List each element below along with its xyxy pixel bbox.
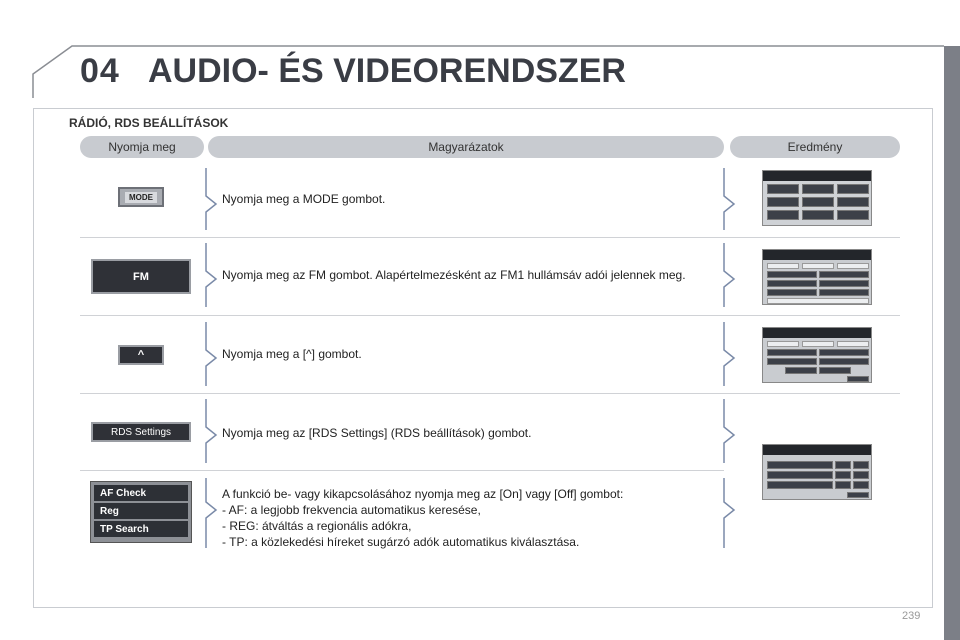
content-panel xyxy=(33,108,933,608)
row-divider xyxy=(80,470,724,471)
page-title: AUDIO- ÉS VIDEORENDSZER xyxy=(148,52,626,90)
screen-row xyxy=(767,471,833,479)
step-text-5-bullet-af: - AF: a legjobb frekvencia automatikus k… xyxy=(222,503,481,517)
rds-settings-button[interactable]: RDS Settings xyxy=(91,422,191,442)
mode-button-label: MODE xyxy=(125,191,157,203)
screen-cell xyxy=(767,210,799,220)
screen-row xyxy=(819,349,869,356)
section-title: RÁDIÓ, RDS BEÁLLÍTÁSOK xyxy=(69,116,229,130)
result-screen-rds-settings xyxy=(762,444,872,500)
reg-button[interactable]: Reg xyxy=(94,503,188,519)
step-text-4: Nyomja meg az [RDS Settings] (RDS beállí… xyxy=(222,426,532,440)
page-number: 239 xyxy=(902,610,921,622)
screen-on-button xyxy=(835,481,851,489)
chevron-icon xyxy=(205,168,218,230)
screen-back-button xyxy=(847,376,869,382)
screen-cell xyxy=(802,210,834,220)
screen-cell xyxy=(837,184,869,194)
screen-row xyxy=(767,461,833,469)
step-text-1: Nyomja meg a MODE gombot. xyxy=(222,192,386,206)
screen-tab xyxy=(837,263,869,269)
chevron-icon xyxy=(723,478,736,548)
fm-button-label: FM xyxy=(133,270,149,283)
screen-row xyxy=(819,358,869,365)
row-divider xyxy=(80,237,900,238)
result-screen-av-mode xyxy=(762,170,872,226)
screen-on-button xyxy=(835,461,851,469)
chevron-icon xyxy=(205,243,218,307)
screen-title-bar xyxy=(763,328,871,338)
chevron-icon xyxy=(723,168,736,230)
screen-button xyxy=(819,367,851,374)
screen-cell xyxy=(837,197,869,207)
screen-tab xyxy=(837,341,869,347)
screen-row xyxy=(767,358,817,365)
column-header-press: Nyomja meg xyxy=(80,136,204,158)
result-screen-fm-list xyxy=(762,249,872,305)
screen-row xyxy=(819,289,869,296)
screen-row xyxy=(767,271,817,278)
screen-row xyxy=(767,481,833,489)
up-arrow-button-label: ^ xyxy=(137,349,145,361)
fm-button[interactable]: FM xyxy=(91,259,191,294)
screen-row xyxy=(819,280,869,287)
screen-cell xyxy=(767,184,799,194)
step-text-3: Nyomja meg a [^] gombot. xyxy=(222,347,362,361)
screen-tab xyxy=(767,341,799,347)
screen-row xyxy=(819,271,869,278)
screen-off-button xyxy=(853,461,869,469)
side-bar xyxy=(944,46,960,640)
step-text-2: Nyomja meg az FM gombot. Alapértelmezésk… xyxy=(222,268,686,282)
chevron-icon xyxy=(205,399,218,463)
screen-row xyxy=(767,349,817,356)
result-screen-fm-options xyxy=(762,327,872,383)
screen-tab xyxy=(802,263,834,269)
screen-title-bar xyxy=(763,171,871,181)
mode-button[interactable]: MODE xyxy=(118,187,164,207)
screen-title-bar xyxy=(763,445,871,455)
column-header-explanations: Magyarázatok xyxy=(208,136,724,158)
column-header-result: Eredmény xyxy=(730,136,900,158)
step-text-5-intro: A funkció be- vagy kikapcsolásához nyomj… xyxy=(222,487,624,501)
screen-cell xyxy=(767,197,799,207)
screen-cell xyxy=(837,210,869,220)
screen-cell xyxy=(802,184,834,194)
row-divider xyxy=(80,393,900,394)
chevron-icon xyxy=(205,478,218,548)
step-text-5-bullet-tp: - TP: a közlekedési híreket sugárzó adók… xyxy=(222,535,580,549)
screen-on-button xyxy=(835,471,851,479)
screen-bottom-bar xyxy=(767,298,869,304)
screen-tab xyxy=(802,341,834,347)
screen-tab xyxy=(767,263,799,269)
screen-back-button xyxy=(847,492,869,498)
row-divider xyxy=(80,315,900,316)
column-header-press-label: Nyomja meg xyxy=(108,140,176,154)
chevron-icon xyxy=(723,243,736,307)
chevron-icon xyxy=(205,322,218,386)
step-text-5-bullet-reg: - REG: átváltás a regionális adókra, xyxy=(222,519,412,533)
screen-row xyxy=(767,289,817,296)
column-header-explanations-label: Magyarázatok xyxy=(428,140,504,154)
screen-off-button xyxy=(853,471,869,479)
chapter-number: 04 xyxy=(80,52,120,90)
up-arrow-button[interactable]: ^ xyxy=(118,345,164,365)
screen-button xyxy=(785,367,817,374)
screen-cell xyxy=(802,197,834,207)
tp-search-button[interactable]: TP Search xyxy=(94,521,188,537)
screen-row xyxy=(767,280,817,287)
header-frame xyxy=(32,45,944,98)
chevron-icon xyxy=(723,399,736,463)
af-check-button[interactable]: AF Check xyxy=(94,485,188,501)
screen-off-button xyxy=(853,481,869,489)
rds-settings-button-label: RDS Settings xyxy=(110,426,172,438)
chevron-icon xyxy=(723,322,736,386)
screen-title-bar xyxy=(763,250,871,260)
column-header-result-label: Eredmény xyxy=(787,140,843,154)
